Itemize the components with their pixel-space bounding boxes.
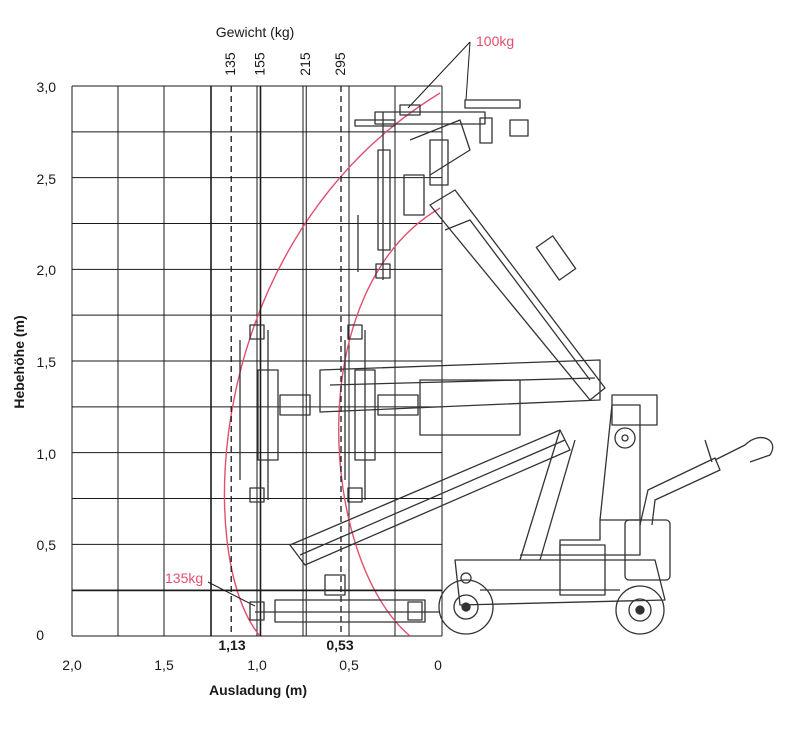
weight-label: 295 xyxy=(332,52,348,76)
x-tick-labels: 2,0 1,5 1,0 0,5 0 xyxy=(62,657,442,673)
x-tick-label: 2,0 xyxy=(62,657,82,673)
y-axis-title: Hebehöhe (m) xyxy=(11,315,27,408)
reach-mark-outer: 1,13 xyxy=(218,637,245,653)
y-tick-label: 2,5 xyxy=(37,171,57,187)
y-tick-label: 1,5 xyxy=(37,354,57,370)
y-tick-label: 0 xyxy=(36,627,44,643)
weight-label: 215 xyxy=(297,52,313,76)
weight-axis-title: Gewicht (kg) xyxy=(216,24,295,40)
lift-machine-drawing xyxy=(239,99,774,635)
x-tick-label: 1,0 xyxy=(247,657,267,673)
grid xyxy=(71,85,443,637)
weight-label: 155 xyxy=(251,52,267,76)
load-label-leaders xyxy=(207,41,471,607)
load-label-135kg: 135kg xyxy=(165,570,203,586)
x-tick-label: 0,5 xyxy=(339,657,359,673)
y-tick-label: 1,0 xyxy=(37,446,57,462)
reach-mark-inner: 0,53 xyxy=(326,637,353,653)
weight-labels: 135 155 215 295 xyxy=(222,52,348,76)
weight-label: 135 xyxy=(222,52,238,76)
y-tick-label: 3,0 xyxy=(37,79,57,95)
y-tick-label: 2,0 xyxy=(37,262,57,278)
x-axis-title: Ausladung (m) xyxy=(209,682,307,698)
x-tick-label: 0 xyxy=(434,657,442,673)
load-label-100kg: 100kg xyxy=(476,33,514,49)
weight-lines xyxy=(210,86,342,636)
inner-load-curve xyxy=(338,207,441,636)
x-tick-label: 1,5 xyxy=(154,657,174,673)
y-tick-labels: 3,0 2,5 2,0 1,5 1,0 0,5 0 xyxy=(36,79,56,643)
y-tick-label: 0,5 xyxy=(37,537,57,553)
